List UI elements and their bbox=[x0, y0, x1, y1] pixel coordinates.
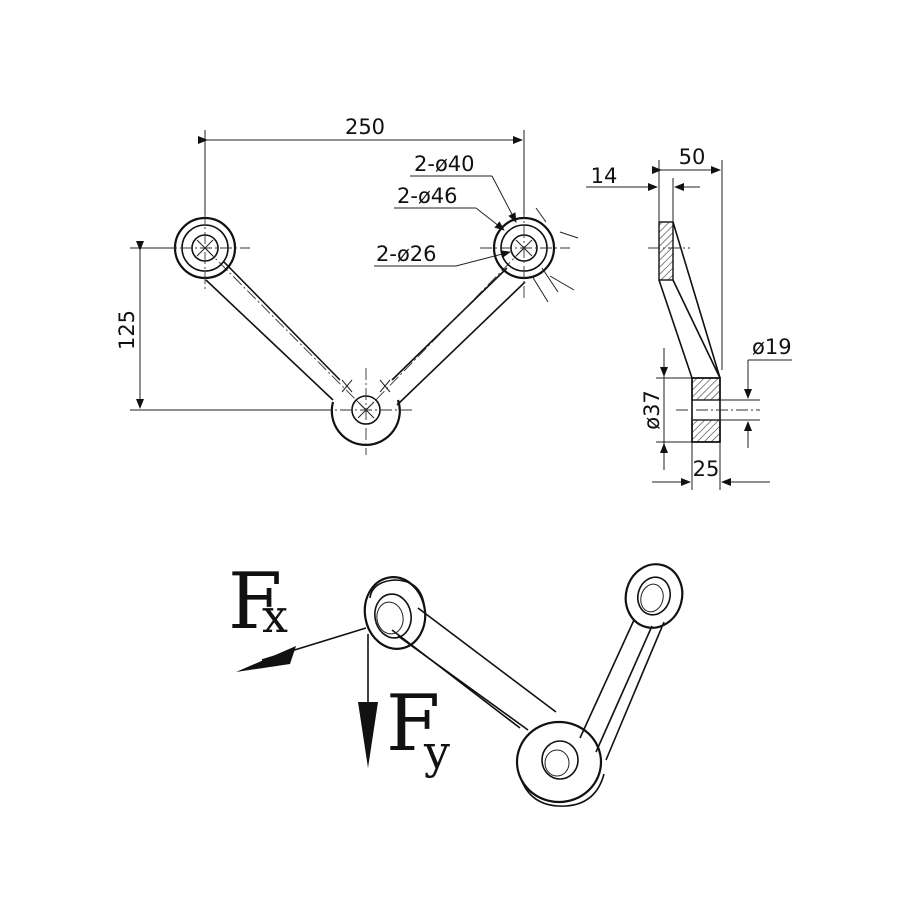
dim-hub-length-label: 25 bbox=[693, 457, 720, 481]
right-arm bbox=[365, 247, 526, 411]
isometric-view bbox=[363, 563, 684, 807]
hole-callouts: 2-ø40 2-ø46 2-ø26 bbox=[374, 152, 579, 303]
right-boss bbox=[480, 206, 570, 298]
dimension-hub-length: 25 bbox=[652, 442, 770, 490]
dim-hub-diameter-label: ø37 bbox=[640, 390, 664, 430]
dimension-hub-diameter: ø37 bbox=[640, 348, 692, 470]
dim-250-label: 250 bbox=[345, 115, 385, 139]
dim-hole-26-label: 2-ø26 bbox=[376, 242, 437, 266]
fx-label-sub: x bbox=[262, 589, 288, 643]
top-plate-section bbox=[658, 221, 674, 281]
fy-arrow-head bbox=[358, 702, 378, 768]
dim-bore-label: ø19 bbox=[752, 335, 792, 359]
dim-hole-46-label: 2-ø46 bbox=[397, 184, 458, 208]
fx-label-main: F bbox=[228, 557, 282, 647]
center-hub bbox=[320, 368, 412, 455]
dimension-bore: ø19 bbox=[720, 335, 792, 448]
fy-label-sub: y bbox=[423, 725, 450, 779]
dim-14-label: 14 bbox=[591, 164, 618, 188]
dimension-14-50: 14 50 bbox=[586, 145, 723, 370]
fy-label-main: F bbox=[386, 679, 440, 769]
dimension-250: 250 bbox=[198, 115, 525, 215]
left-boss bbox=[160, 212, 250, 292]
dim-125-label: 125 bbox=[115, 310, 139, 350]
dim-50-label: 50 bbox=[679, 145, 706, 169]
left-arm bbox=[204, 247, 367, 411]
dimension-125: 125 bbox=[115, 241, 332, 411]
dim-hole-40-label: 2-ø40 bbox=[414, 152, 475, 176]
front-view: 250 125 2-ø40 2-ø46 2-ø26 bbox=[115, 115, 579, 455]
force-arrows: F x F y bbox=[228, 557, 450, 779]
side-view: 14 50 ø19 ø37 25 bbox=[586, 145, 792, 490]
hub-section-bottom bbox=[691, 419, 721, 443]
hub-section-top bbox=[691, 377, 721, 401]
fx-arrow-head bbox=[236, 646, 296, 672]
